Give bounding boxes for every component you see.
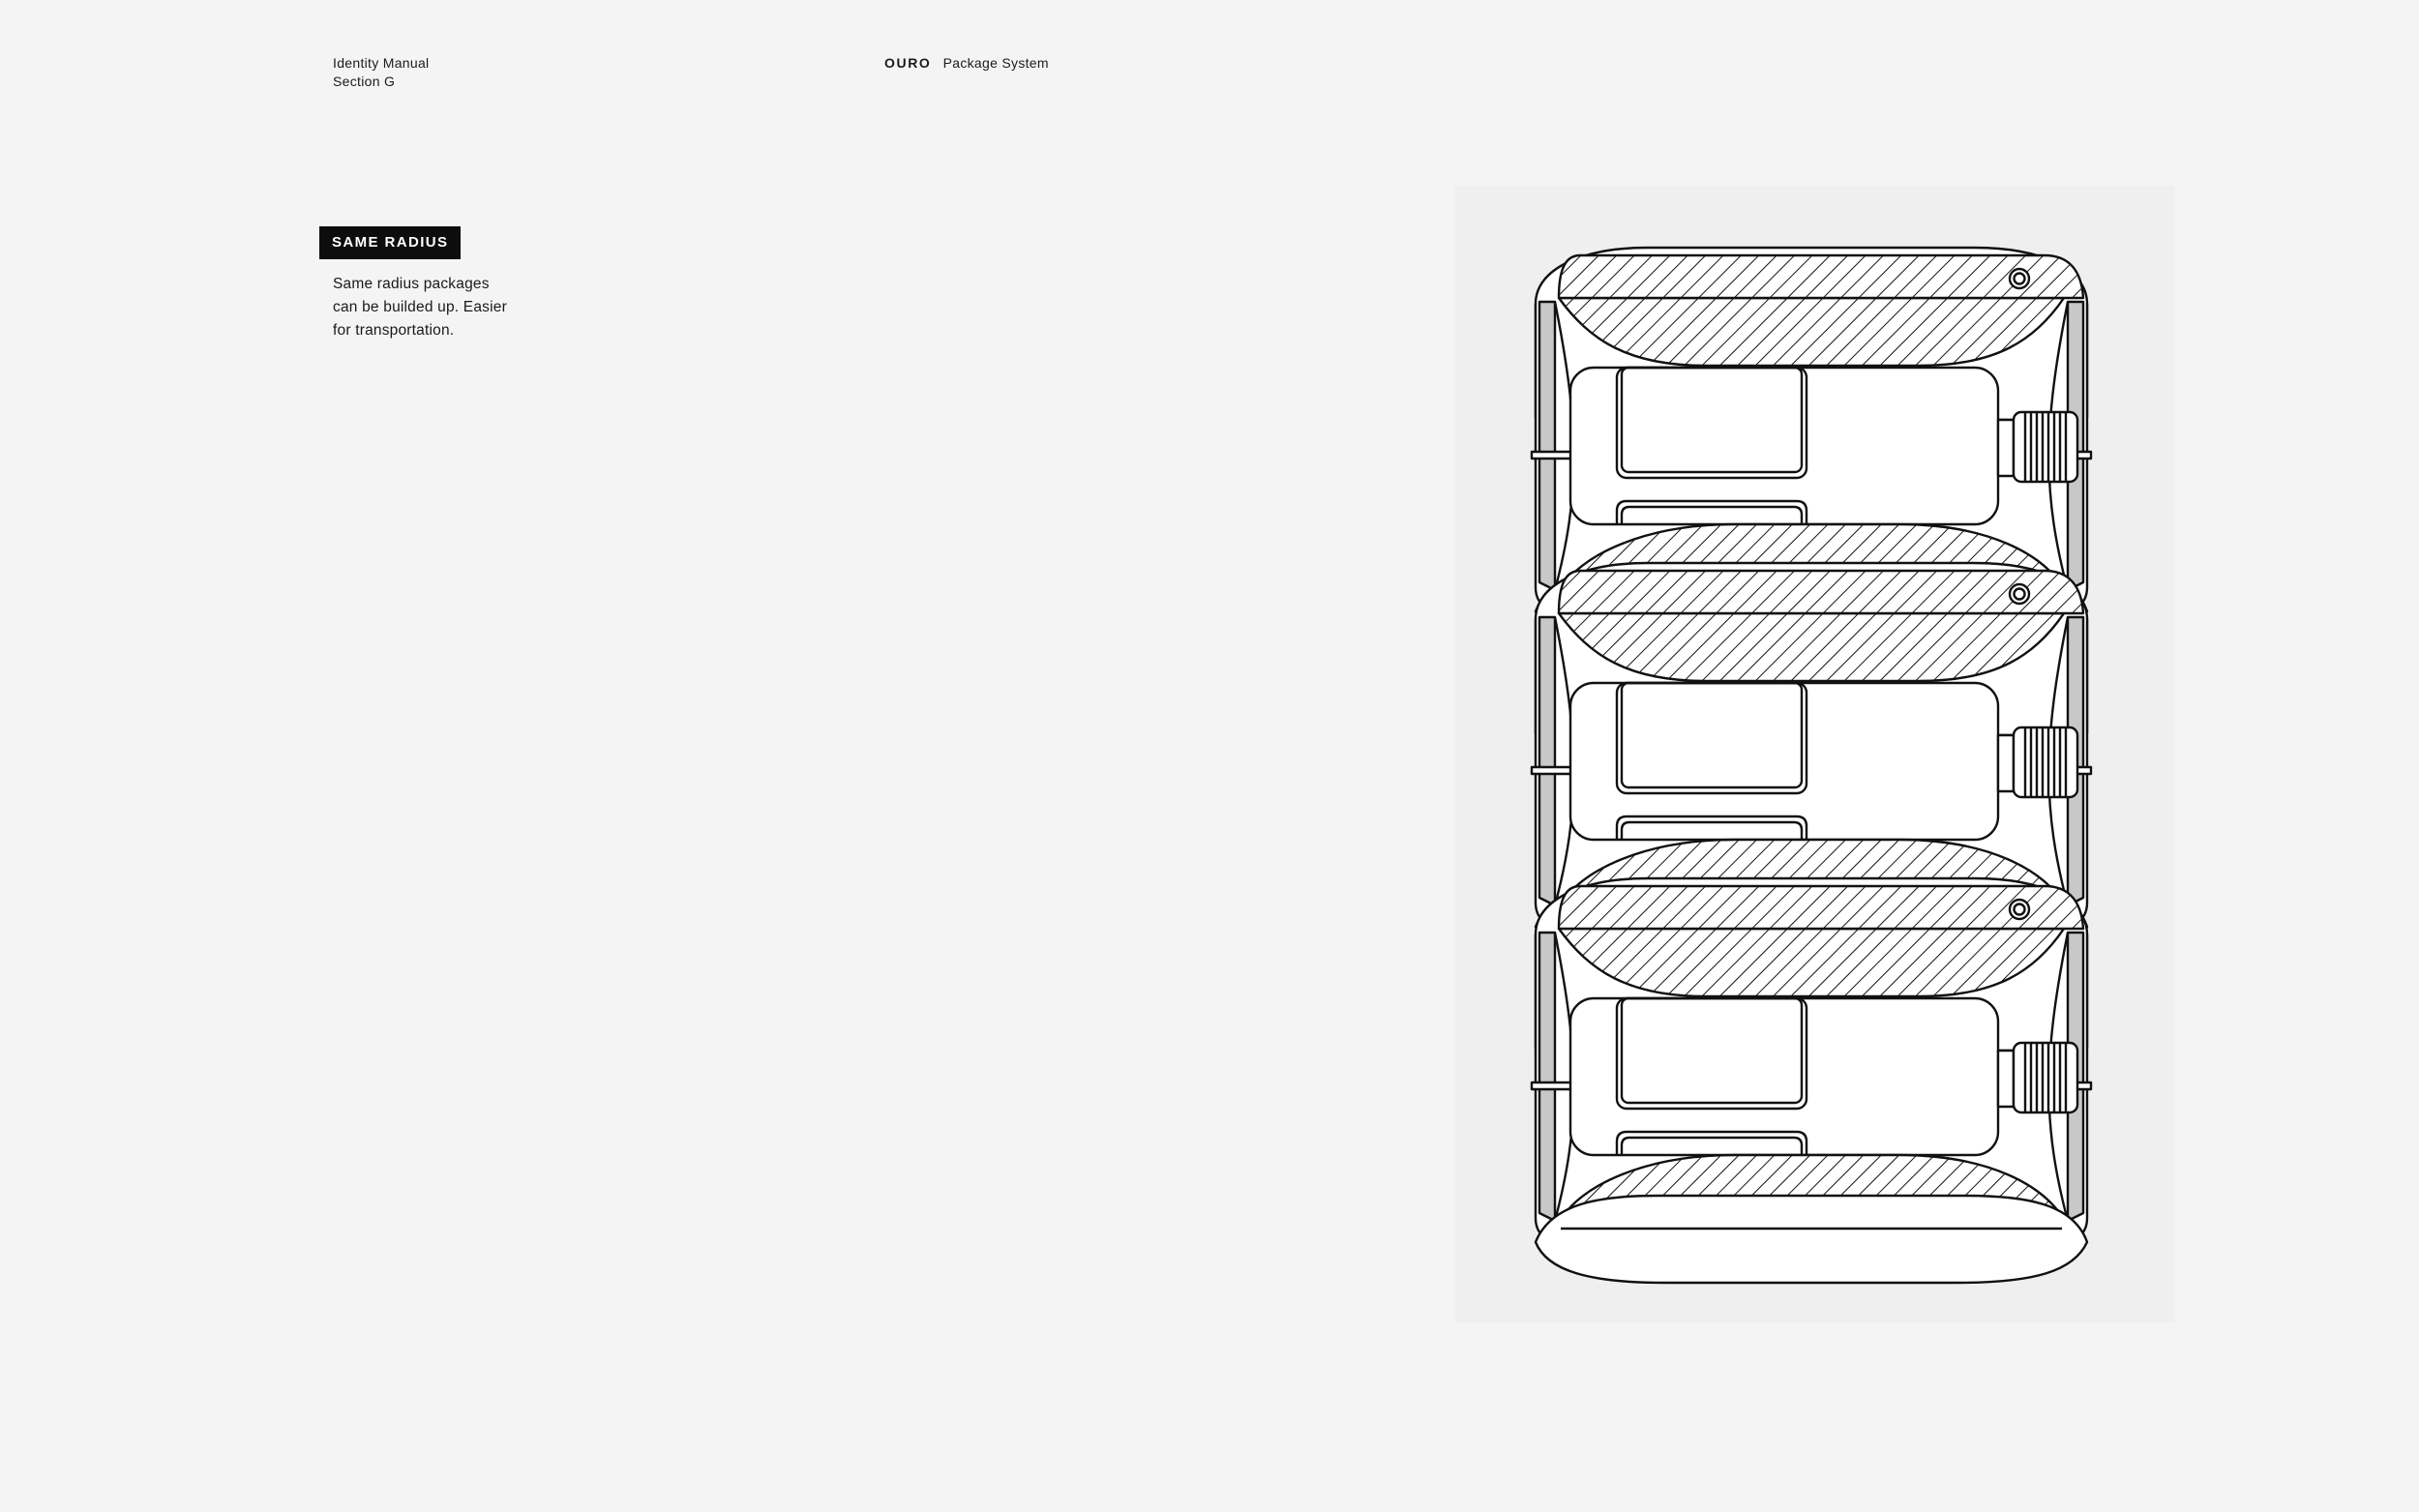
- section-label: Section G: [333, 74, 396, 89]
- document-subtitle: Package System: [942, 55, 1049, 71]
- feature-description: Same radius packages can be builded up. …: [333, 273, 526, 342]
- stacked-package: [1530, 876, 2093, 1285]
- description-line: for transportation.: [333, 322, 455, 339]
- brand-name: OURO: [884, 55, 932, 71]
- description-line: Same radius packages: [333, 276, 490, 292]
- illustration-panel: [1454, 186, 2174, 1322]
- stacked-packages-illustration: [1530, 246, 2093, 1285]
- description-line: can be builded up. Easier: [333, 299, 507, 315]
- document-heading: OURO Package System: [884, 54, 1049, 73]
- manual-title: Identity Manual: [333, 55, 430, 71]
- feature-tag: SAME RADIUS: [319, 226, 462, 259]
- document-meta: Identity Manual Section G: [333, 54, 429, 91]
